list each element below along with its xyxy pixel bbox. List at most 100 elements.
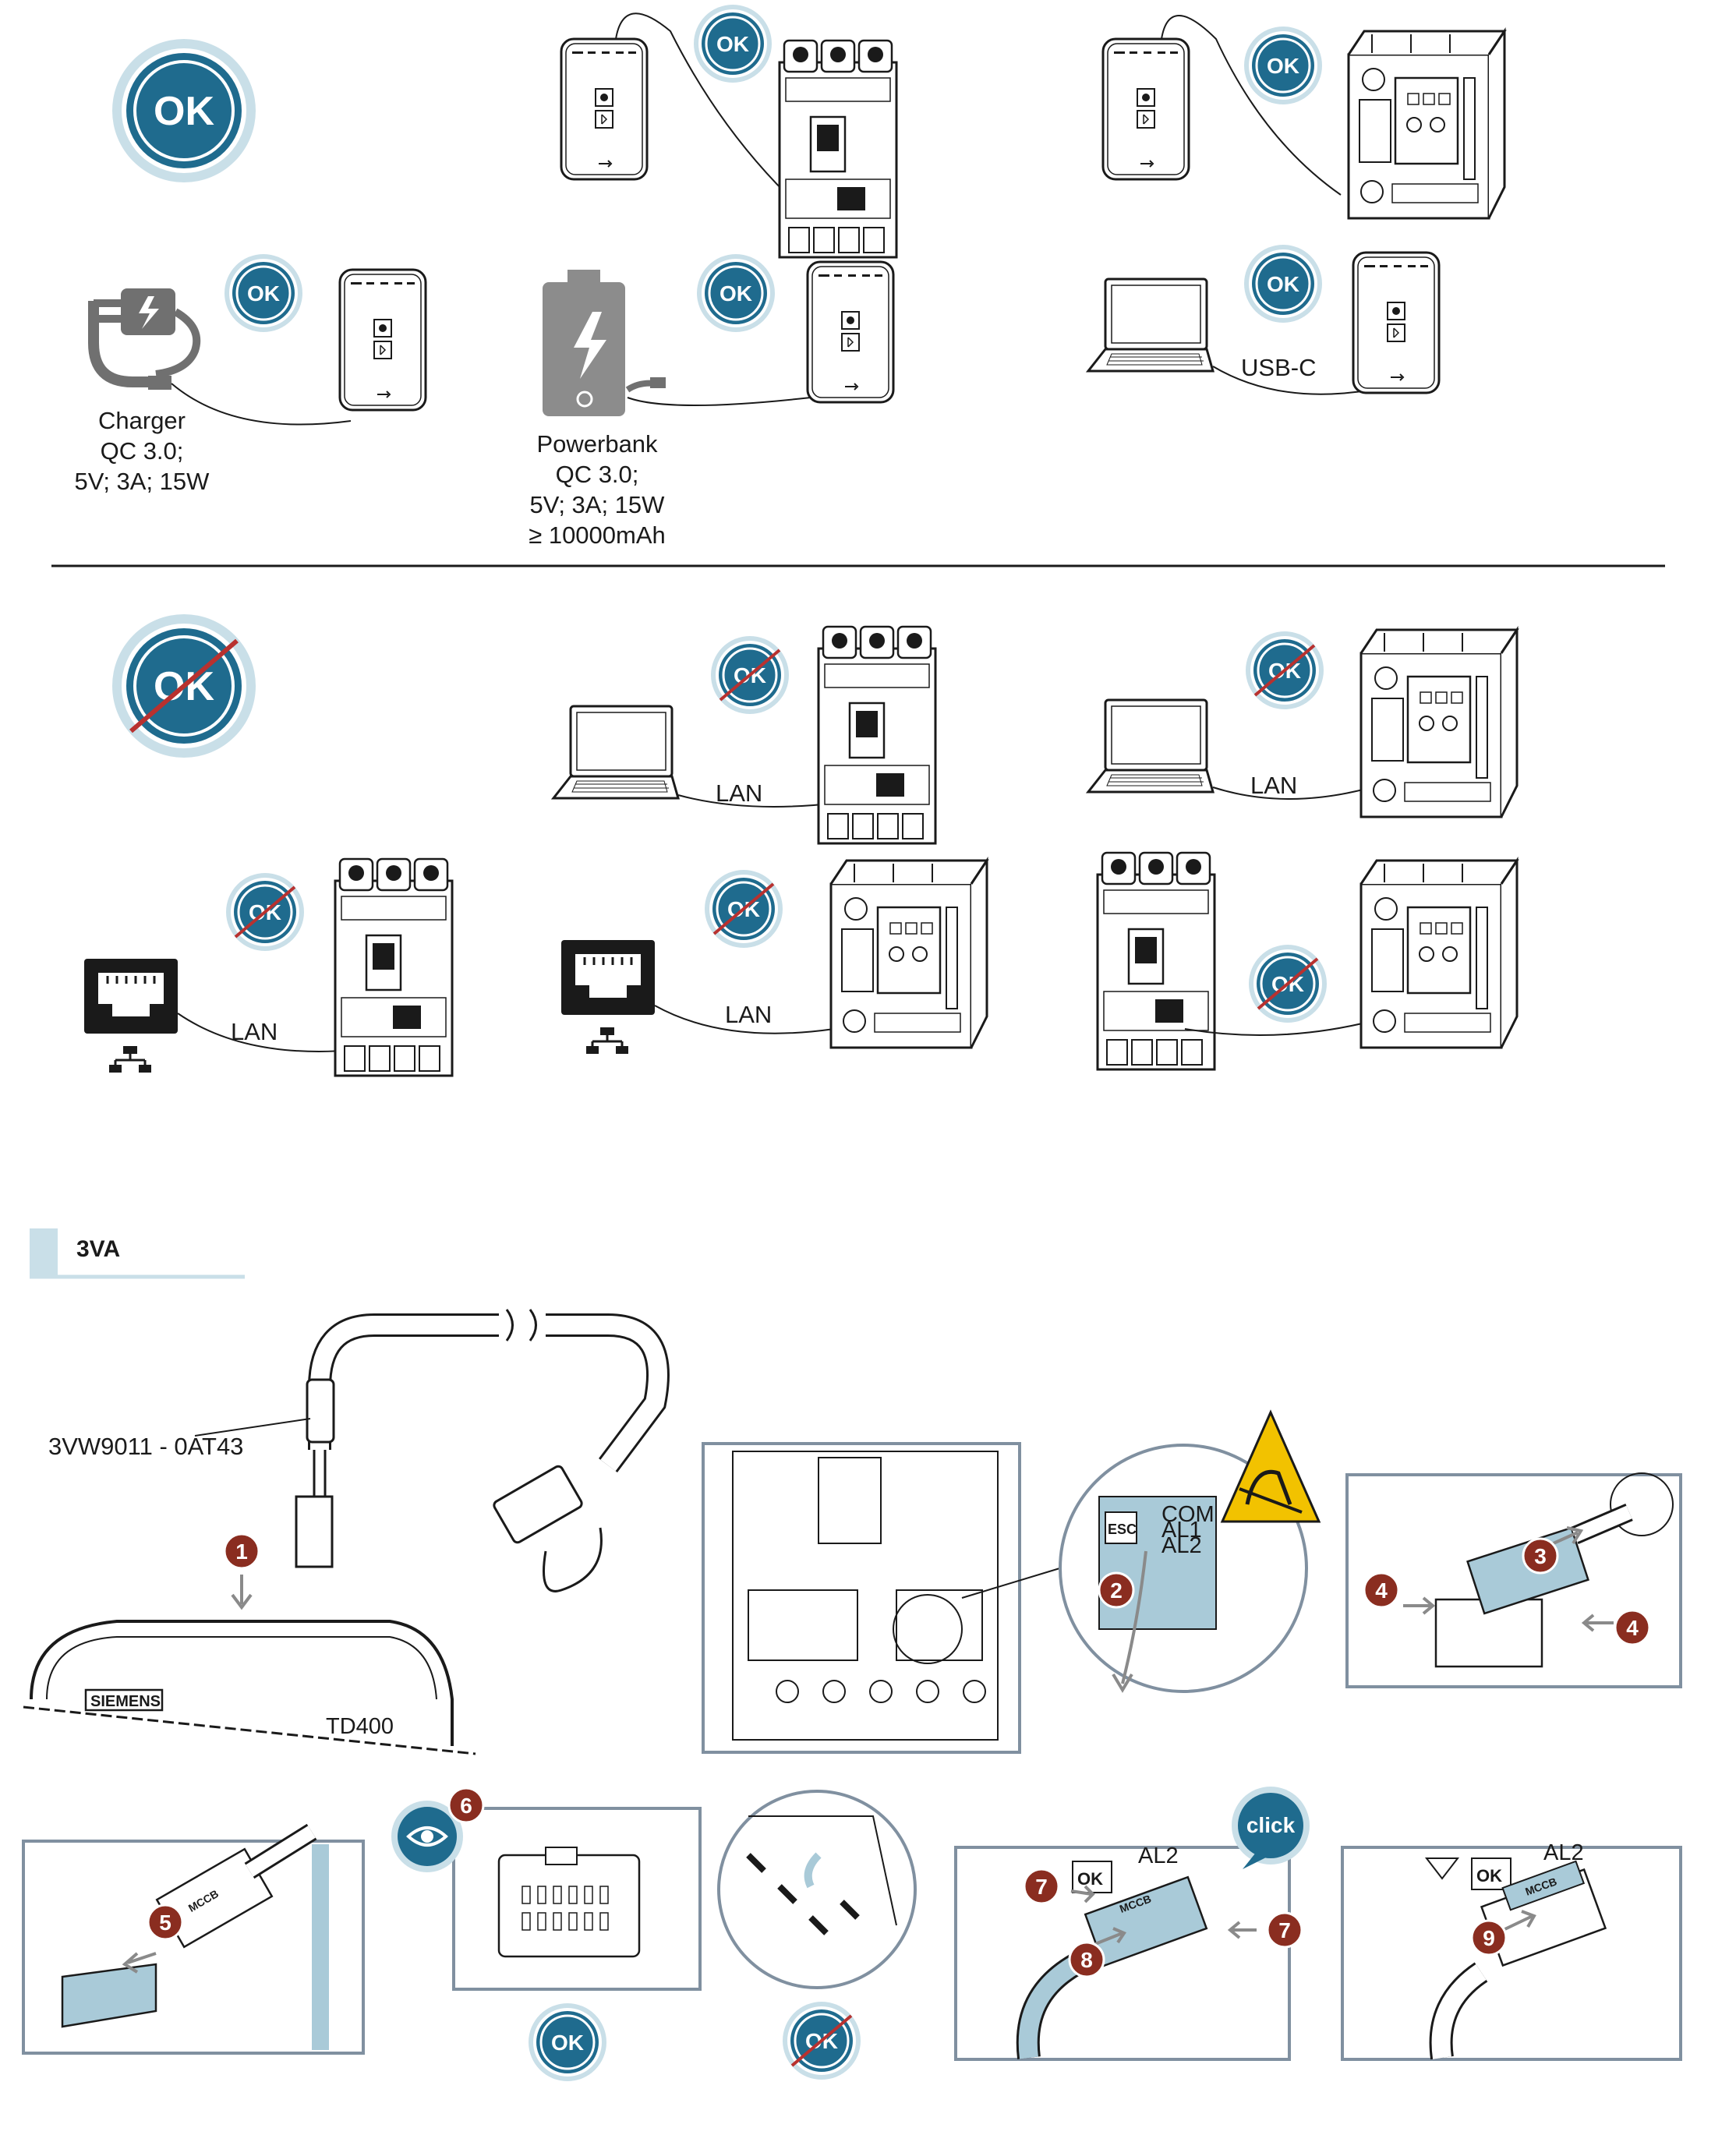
panel-step-7-8: OK AL2 MCCB 7 7 8 [954, 1843, 1303, 2061]
ok-badge-text: OK [154, 89, 214, 134]
breaker-icon [778, 39, 898, 259]
laptop-icon [552, 705, 680, 800]
charger-icon [88, 288, 352, 426]
svg-text:OK: OK [1267, 54, 1299, 78]
lan-label: LAN [725, 1001, 772, 1028]
step-8: 8 [1068, 1941, 1105, 1978]
panel-step-9: OK AL2 MCCB 9 [1341, 1840, 1682, 2061]
powerbank-spec-2: 5V; 3A; 15W [530, 491, 666, 518]
ok-key: OK [1476, 1866, 1502, 1886]
connector-pins [522, 1886, 609, 1931]
powerbank-icon [543, 270, 811, 416]
ok-badge-icon: OK [1243, 243, 1324, 324]
click-text: click [1246, 1813, 1296, 1837]
td400-device-icon [1101, 37, 1190, 181]
section-3va-header: 3VA [30, 1228, 245, 1279]
com-label: COM [1161, 1502, 1214, 1527]
svg-text:7: 7 [1278, 1918, 1291, 1942]
ok-badge-icon: OK [112, 39, 256, 182]
step-3: 3 [1522, 1537, 1559, 1575]
cable-illustration [295, 1309, 670, 1592]
breaker-icon [334, 857, 454, 1077]
laptop-icon [1087, 277, 1214, 373]
ok-badge-icon: OK [527, 2002, 608, 2083]
air-breaker-icon [1359, 628, 1519, 818]
step-9: 9 [1470, 1919, 1508, 1956]
device-model-label: TD400 [326, 1714, 394, 1739]
air-breaker-icon [1347, 30, 1506, 220]
laptop-icon [1087, 698, 1214, 794]
td400-device-icon [338, 268, 427, 412]
esc-key: ESC [1108, 1522, 1137, 1537]
not-ok-badge-icon: OK [703, 868, 784, 949]
td400-device-icon [1352, 251, 1441, 394]
step-7: 7 [1023, 1868, 1060, 1905]
panel-step-2: ESC COM AL1 AL2 2 [702, 1409, 1321, 1754]
td400-device-icon [560, 37, 649, 181]
powerbank-label: Powerbank [536, 430, 658, 458]
air-breaker-icon [1359, 859, 1519, 1049]
not-ok-badge-icon: OK [1247, 943, 1328, 1024]
eye-icon [391, 1801, 463, 1872]
svg-text:6: 6 [460, 1794, 472, 1818]
svg-text:4: 4 [1626, 1616, 1639, 1640]
lan-label: LAN [231, 1018, 278, 1045]
lan-port-icon [560, 938, 656, 1055]
ok-badge-icon: OK [695, 253, 776, 334]
ok-badge-icon: OK [692, 3, 773, 84]
panel-step-3-4: 3 4 4 [1345, 1472, 1682, 1688]
usbc-label: USB-C [1241, 354, 1316, 381]
powerbank-spec-1: QC 3.0; [556, 461, 639, 488]
step-1: 1 [223, 1532, 260, 1570]
svg-text:OK: OK [1267, 272, 1299, 296]
td400-device-icon: SIEMENS TD400 [23, 1620, 476, 1755]
panel-step-5: MCCB 5 [22, 1823, 365, 2055]
svg-text:OK: OK [716, 32, 749, 56]
step-2: 2 [1098, 1571, 1135, 1609]
al2-label: AL2 [1161, 1533, 1202, 1558]
breaker-icon [1096, 851, 1216, 1071]
svg-text:1: 1 [235, 1539, 248, 1564]
svg-text:5: 5 [159, 1910, 171, 1935]
svg-text:OK: OK [720, 281, 752, 306]
ok-section: OK Charger QC 3.0; 5V; 3A; 15W OK [75, 3, 1506, 549]
svg-text:OK: OK [551, 2031, 584, 2055]
al2-label: AL2 [1543, 1840, 1584, 1865]
not-ok-badge-icon: OK [112, 614, 256, 758]
svg-text:9: 9 [1483, 1926, 1495, 1950]
charger-spec-2: 5V; 3A; 15W [75, 468, 210, 495]
svg-text:7: 7 [1035, 1875, 1048, 1899]
ok-badge-icon: OK [1243, 25, 1324, 106]
step-5: 5 [147, 1903, 184, 1941]
section-title: 3VA [76, 1236, 120, 1262]
not-ok-badge-icon: OK [225, 871, 306, 953]
not-ok-badge-icon: OK [781, 2000, 862, 2081]
td400-device-icon [806, 260, 895, 404]
step-6: 6 [447, 1787, 485, 1824]
svg-text:8: 8 [1080, 1948, 1093, 1972]
step-4: 4 [1363, 1571, 1400, 1609]
al1-label: AL1 [1161, 1518, 1202, 1543]
lan-label: LAN [716, 779, 762, 807]
svg-text:4: 4 [1375, 1578, 1388, 1603]
not-ok-badge-icon: OK [1244, 630, 1325, 711]
al2-label: AL2 [1138, 1843, 1179, 1868]
charger-spec-1: QC 3.0; [101, 437, 184, 465]
step-7: 7 [1266, 1911, 1303, 1949]
click-icon: click [1232, 1787, 1310, 1869]
powerbank-spec-3: ≥ 10000mAh [529, 521, 666, 549]
ok-key: OK [1077, 1869, 1103, 1889]
brand-label: SIEMENS [90, 1693, 161, 1710]
charger-label: Charger [98, 407, 186, 434]
air-breaker-icon [829, 859, 988, 1049]
panel-bent-pins [717, 1790, 917, 1989]
svg-text:OK: OK [247, 281, 280, 306]
breaker-icon [817, 625, 937, 845]
not-ok-section: OK LAN OK LAN OK LAN OK LAN OK OK [83, 614, 1519, 1077]
panel-step-6: 6 [391, 1787, 702, 1991]
svg-text:3: 3 [1534, 1544, 1547, 1568]
cable-part-number: 3VW9011 - 0AT43 [48, 1433, 243, 1460]
lan-label: LAN [1250, 772, 1297, 799]
step-4: 4 [1614, 1609, 1651, 1646]
